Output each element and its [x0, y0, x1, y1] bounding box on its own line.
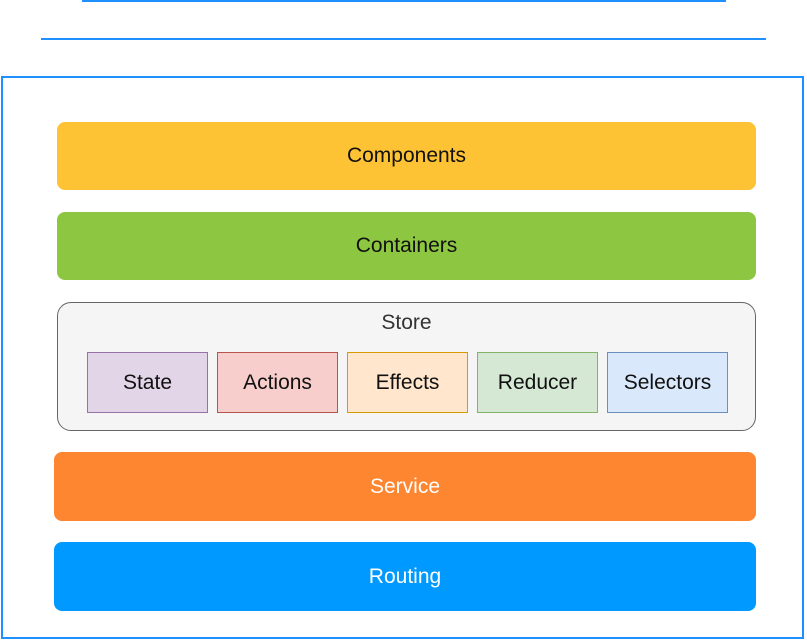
effects-box: Effects [347, 352, 468, 413]
service-layer: Service [54, 452, 756, 521]
containers-layer: Containers [57, 212, 756, 280]
actions-box: Actions [217, 352, 338, 413]
state-box: State [87, 352, 208, 413]
routing-layer: Routing [54, 542, 756, 611]
components-layer: Components [57, 122, 756, 190]
top-divider-line [82, 0, 726, 2]
selectors-box: Selectors [607, 352, 728, 413]
reducer-box: Reducer [477, 352, 598, 413]
store-group: Store State Actions Effects Reducer Sele… [57, 302, 756, 431]
second-divider-line [41, 38, 766, 40]
store-title: Store [381, 311, 432, 334]
architecture-frame [1, 76, 804, 639]
